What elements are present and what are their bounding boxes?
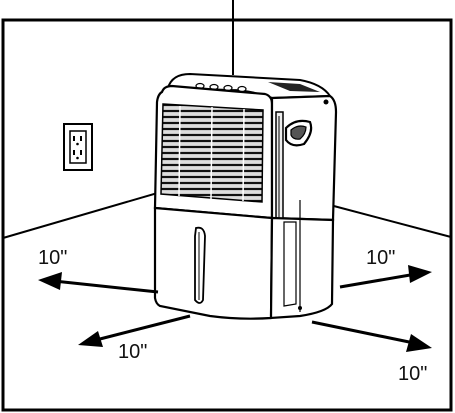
label-clearance-right: 10" xyxy=(366,247,395,269)
wall-outlet-icon xyxy=(63,123,93,171)
label-clearance-front-right: 10" xyxy=(398,363,427,385)
label-clearance-front-left: 10" xyxy=(118,341,147,363)
room-frame xyxy=(1,18,453,412)
arrow-right xyxy=(339,265,432,289)
arrow-front-left xyxy=(78,314,191,347)
floor-line-right xyxy=(329,204,452,238)
dehumidifier-icon xyxy=(153,72,338,320)
label-clearance-left: 10" xyxy=(38,247,67,269)
arrow-left xyxy=(38,272,159,294)
arrow-front-right xyxy=(311,320,432,352)
